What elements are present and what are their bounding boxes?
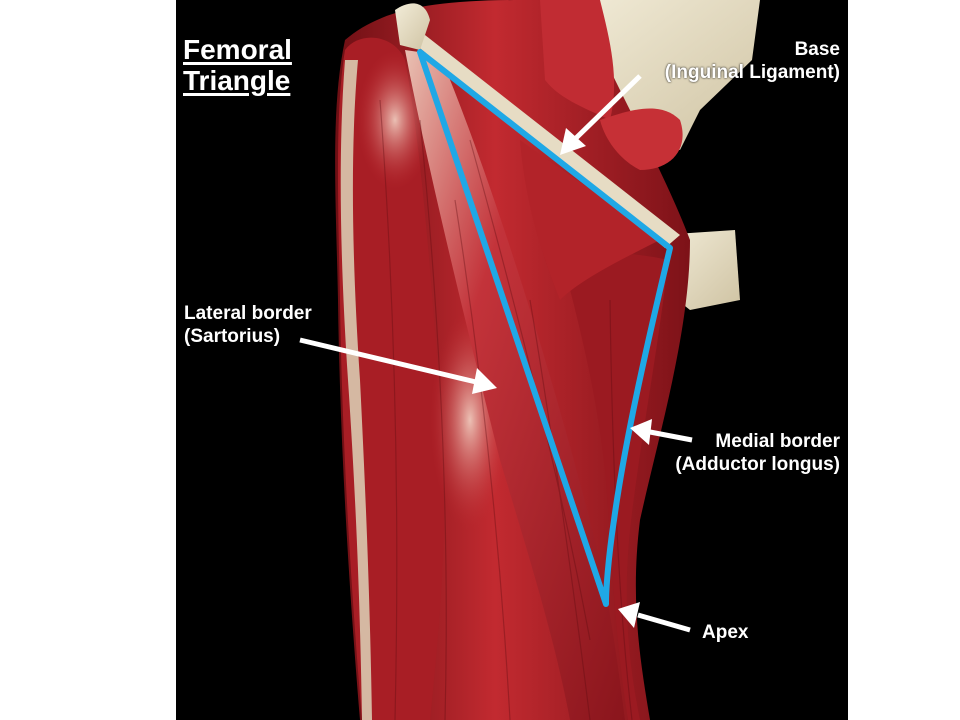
upper-muscle xyxy=(540,0,615,120)
pectineus-muscle xyxy=(600,108,683,170)
iliac-spine xyxy=(395,3,430,50)
femoral-triangle-outline xyxy=(417,49,673,607)
base-arrow xyxy=(560,74,642,155)
medial-arrow xyxy=(630,419,693,445)
sartorius-muscle xyxy=(405,50,625,720)
base-label-line-1: Base xyxy=(794,39,840,60)
inguinal-ligament xyxy=(410,35,680,248)
lateral-label-line-1: Lateral border xyxy=(184,303,312,324)
lateral-fascia xyxy=(340,60,372,720)
medial-label-line-1: Medial border xyxy=(715,431,840,452)
anatomy-panel: Femoral Triangle Base (Inguinal Ligament… xyxy=(176,0,848,720)
title-line-2: Triangle xyxy=(183,65,291,96)
iliopsoas-muscle xyxy=(520,140,660,300)
lateral-border-label: Lateral border (Sartorius) xyxy=(184,302,312,348)
apex-arrow xyxy=(618,602,691,633)
medial-label-line-2: (Adductor longus) xyxy=(675,454,840,475)
apex-label: Apex xyxy=(702,621,748,644)
base-label-line-2: (Inguinal Ligament) xyxy=(664,62,840,83)
title-line-1: Femoral xyxy=(183,34,292,65)
lateral-label-line-2: (Sartorius) xyxy=(184,326,281,347)
medial-border-label: Medial border (Adductor longus) xyxy=(675,430,840,476)
apex-label-line-1: Apex xyxy=(702,622,749,643)
diagram-title: Femoral Triangle xyxy=(183,34,292,96)
base-label: Base (Inguinal Ligament) xyxy=(665,38,840,84)
lateral-arrow xyxy=(299,337,497,394)
thigh-illustration xyxy=(299,0,760,720)
